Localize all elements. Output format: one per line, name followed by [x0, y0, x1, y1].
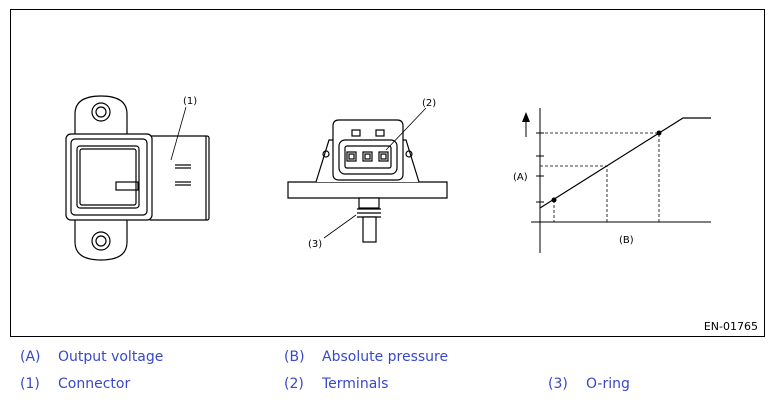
callout-terminals: (2)	[422, 98, 436, 109]
characteristic-line	[539, 117, 711, 209]
legend-item-b: (B) Absolute pressure	[284, 349, 448, 365]
sensor-side-view	[65, 95, 210, 261]
axis-label-a: (A)	[513, 172, 528, 183]
diagram-frame: (1) (2)	[10, 9, 765, 337]
legend-label: Terminals	[322, 376, 389, 392]
legend-label: Connector	[58, 376, 131, 392]
diagram-canvas: (1) (2)	[65, 95, 711, 261]
axis-label-b: (B)	[619, 235, 634, 246]
callout-line-oring	[323, 214, 357, 239]
legend-code: (1)	[20, 376, 40, 392]
legend-label: O-ring	[586, 376, 630, 392]
legend-code: (3)	[548, 376, 568, 392]
callout-line-connector	[170, 106, 187, 161]
legend-code: (B)	[284, 349, 305, 365]
legend-item-a: (A) Output voltage	[20, 349, 163, 365]
legend-label: Output voltage	[58, 349, 164, 365]
callout-oring: (3)	[308, 239, 322, 250]
sensor-front-view	[287, 119, 448, 243]
legend-code: (A)	[20, 349, 41, 365]
figure-id: EN-01765	[703, 320, 758, 333]
legend-item-3: (3) O-ring	[548, 376, 630, 392]
callout-connector: (1)	[183, 96, 197, 107]
legend-item-1: (1) Connector	[20, 376, 130, 392]
legend-label: Absolute pressure	[322, 349, 449, 365]
legend-item-2: (2) Terminals	[284, 376, 388, 392]
callout-line-terminals	[385, 107, 427, 151]
output-characteristic-graph	[522, 108, 711, 253]
legend-code: (2)	[284, 376, 304, 392]
